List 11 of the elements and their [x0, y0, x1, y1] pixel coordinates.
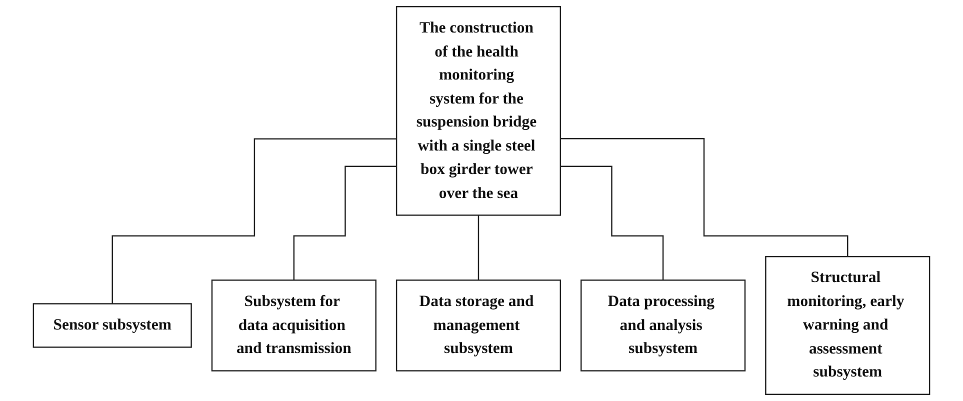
connector-line [560, 138, 848, 258]
connector-line [560, 166, 664, 281]
process-box: Subsystem for data acquisition and transmission [211, 280, 376, 372]
process-box: Data processing and analysis subsystem [580, 280, 746, 372]
process-box: Structural monitoring, early warning and assessment subsystem [765, 256, 930, 395]
process-box: Data storage and management subsystem [396, 280, 562, 372]
connector-line [293, 166, 397, 281]
process-box: The construction of the health monitoring system for the suspension bridge with a single steel box girder tower over the sea [396, 6, 562, 216]
connector-line [112, 138, 397, 304]
process-box: Sensor subsystem [32, 303, 192, 348]
connector-line [478, 214, 480, 281]
